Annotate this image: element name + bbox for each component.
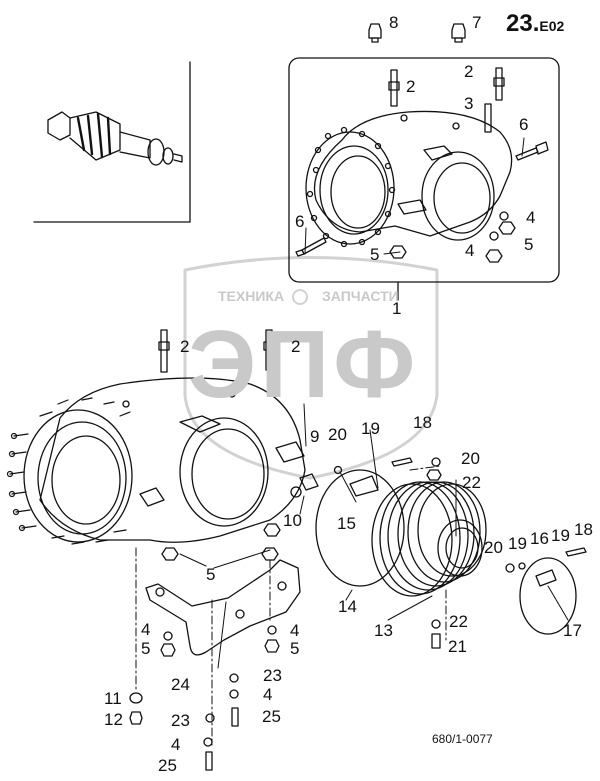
callout-3: 3 xyxy=(464,94,474,113)
callout-24: 24 xyxy=(171,675,190,694)
callout-2: 2 xyxy=(464,62,474,81)
upper-housing-box xyxy=(288,57,560,283)
inset-frame xyxy=(33,61,191,223)
callout-15: 15 xyxy=(337,514,356,533)
callout-20: 20 xyxy=(484,538,503,557)
callout-1: 1 xyxy=(392,299,402,318)
leader-lines xyxy=(179,137,569,669)
callout-18: 18 xyxy=(413,413,432,432)
callout-23: 23 xyxy=(171,711,190,730)
clamp-17-drawing xyxy=(519,557,577,635)
bolt-8 xyxy=(368,23,382,43)
callout-4: 4 xyxy=(171,735,181,754)
callout-4: 4 xyxy=(141,620,151,639)
callout-2: 2 xyxy=(406,77,416,96)
callout-4: 4 xyxy=(465,241,475,260)
callout-20: 20 xyxy=(328,425,347,444)
fasteners-drawing xyxy=(129,457,587,771)
main-housing-drawing xyxy=(6,329,319,561)
page-number-suffix: E02 xyxy=(539,18,565,34)
callout-7: 7 xyxy=(472,13,482,32)
centerlines xyxy=(135,465,447,746)
callout-4: 4 xyxy=(263,685,273,704)
callout-22: 22 xyxy=(449,612,468,631)
callout-5: 5 xyxy=(290,639,300,658)
bellows-13-drawing xyxy=(371,481,487,597)
callout-16: 16 xyxy=(530,529,549,548)
callout-19: 19 xyxy=(551,526,570,545)
callout-4: 4 xyxy=(290,621,300,640)
callout-12: 12 xyxy=(104,710,123,729)
callout-8: 8 xyxy=(389,13,399,32)
callout-2: 2 xyxy=(291,337,301,356)
callout-6: 6 xyxy=(519,115,529,134)
callout-10: 10 xyxy=(283,511,302,530)
callout-2: 2 xyxy=(180,337,190,356)
callout-5: 5 xyxy=(206,565,216,584)
callout-21: 21 xyxy=(448,637,467,656)
callout-5: 5 xyxy=(524,235,534,254)
watermark-text-left: ТЕХНИКА xyxy=(218,288,285,304)
callout-23: 23 xyxy=(263,666,282,685)
callout-19: 19 xyxy=(508,534,527,553)
bolt-7 xyxy=(451,23,466,43)
callout-4: 4 xyxy=(526,208,536,227)
callout-25: 25 xyxy=(158,756,177,775)
drawing-reference: 680/1-0077 xyxy=(432,732,493,746)
clamp-14-drawing xyxy=(315,469,405,587)
callout-18: 18 xyxy=(574,520,593,539)
callout-6: 6 xyxy=(295,212,305,231)
watermark-logo: ЭПФ xyxy=(188,311,420,418)
callout-25: 25 xyxy=(262,707,281,726)
callout-20: 20 xyxy=(461,449,480,468)
upper-housing-drawing xyxy=(295,67,549,263)
watermark-text-right: ЗАПЧАСТИ xyxy=(322,288,399,304)
callout-11: 11 xyxy=(104,689,122,708)
watermark-emblem xyxy=(183,256,439,480)
callout-5: 5 xyxy=(370,245,380,264)
callout-19: 19 xyxy=(361,419,380,438)
callout-22: 22 xyxy=(462,473,481,492)
callout-5: 5 xyxy=(141,639,151,658)
callout-14: 14 xyxy=(338,597,357,616)
callout-17: 17 xyxy=(563,621,582,640)
bracket-24-drawing xyxy=(145,559,301,656)
callout-9: 9 xyxy=(310,427,320,446)
page-number: 23.E02 xyxy=(506,10,564,38)
page-number-main: 23. xyxy=(506,10,540,37)
callout-13: 13 xyxy=(374,621,393,640)
inset-assembly-sketch xyxy=(47,111,183,166)
